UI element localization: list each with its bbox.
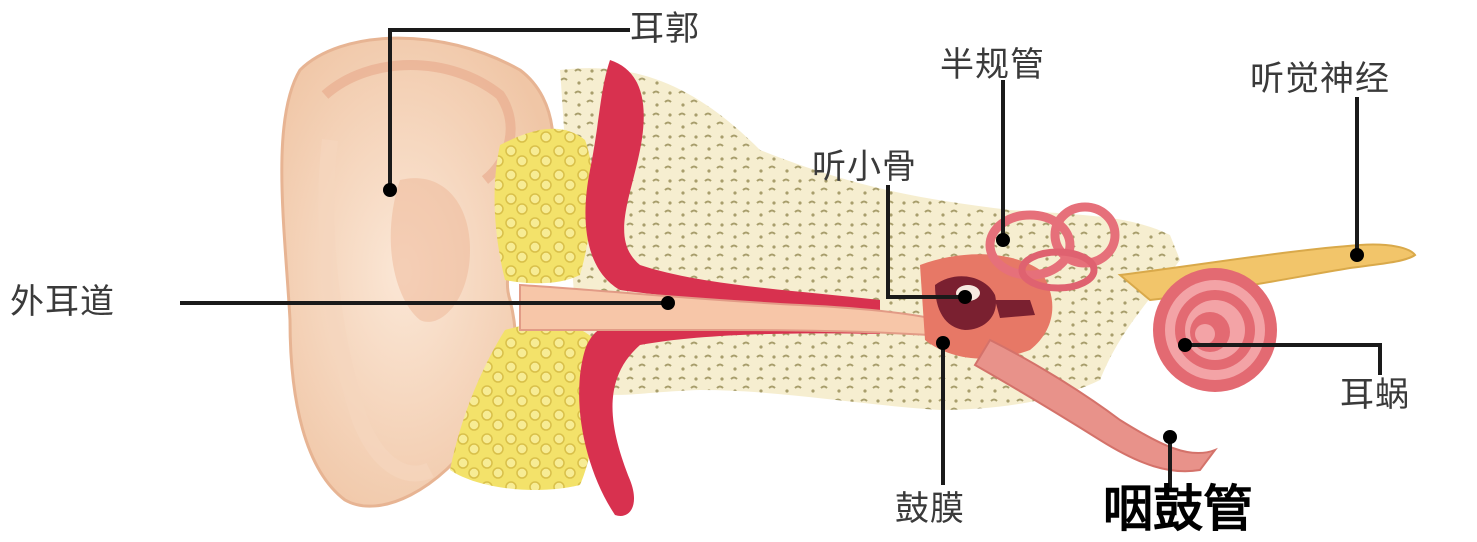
label-auricle: 耳郭 <box>630 12 700 46</box>
label-semicircular-canals: 半规管 <box>940 48 1045 82</box>
cartilage-upper <box>495 129 593 283</box>
label-eardrum: 鼓膜 <box>895 492 965 526</box>
cochlea-shape <box>1153 268 1277 392</box>
label-eustachian-tube: 咽鼓管 <box>1103 484 1253 534</box>
label-auditory-nerve: 听觉神经 <box>1250 62 1390 96</box>
label-ossicles: 听小骨 <box>812 150 917 184</box>
label-cochlea: 耳蜗 <box>1340 378 1410 412</box>
label-ear-canal: 外耳道 <box>10 285 115 319</box>
temporal-bone <box>560 68 1180 410</box>
